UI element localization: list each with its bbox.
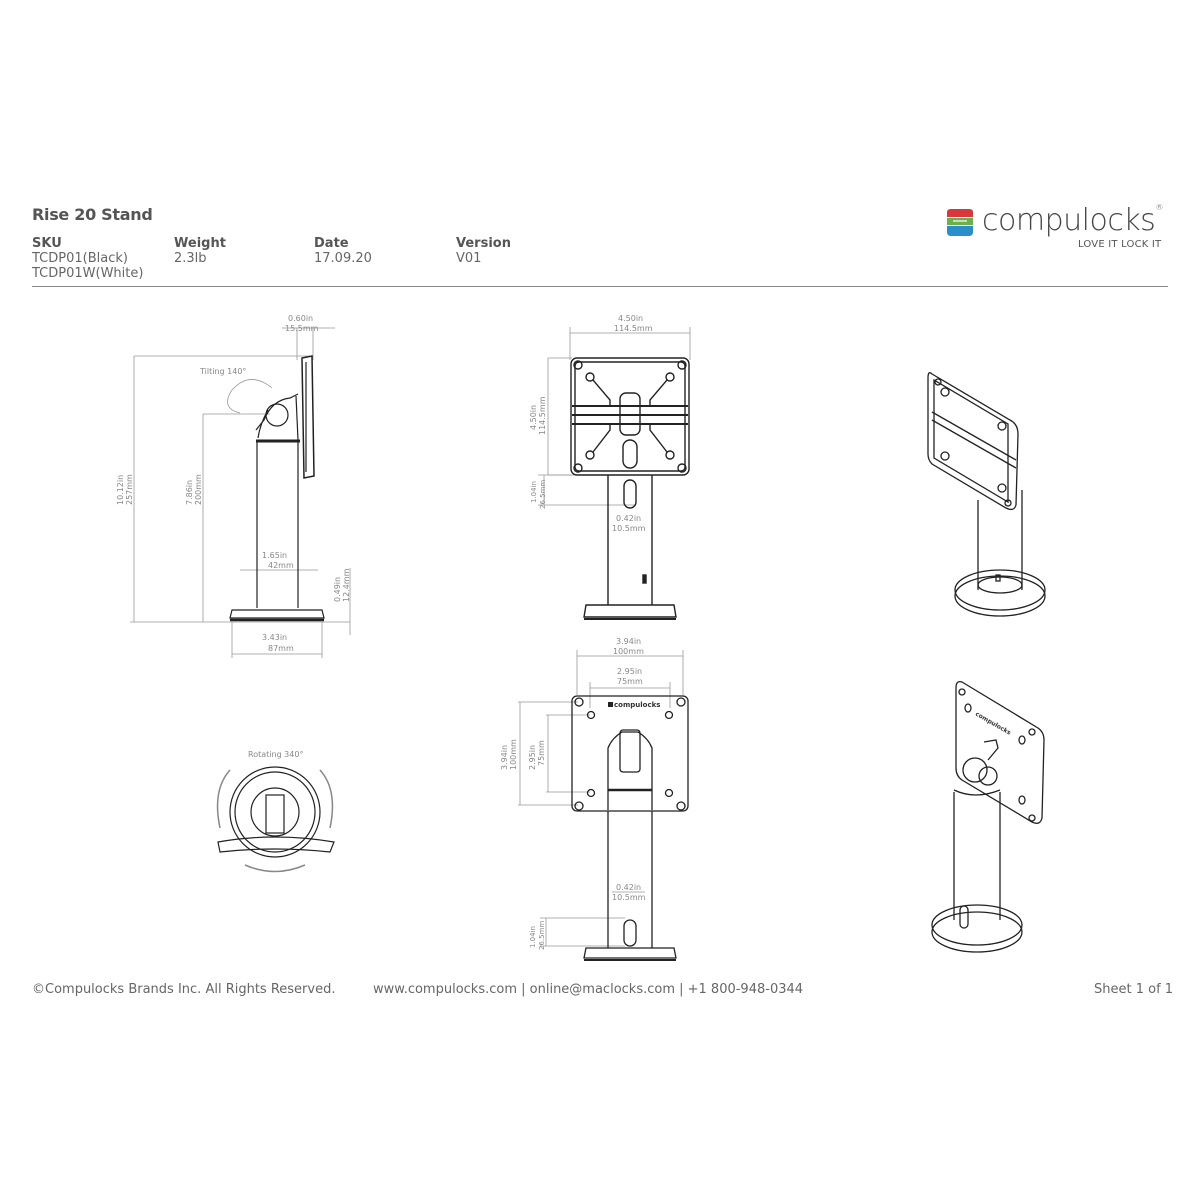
version-label: Version (456, 236, 511, 251)
weight-value: 2.3lb (174, 251, 207, 266)
svg-text:0.49in: 0.49in (333, 577, 342, 602)
top-view-drawing: Rotating 340° (216, 750, 335, 873)
svg-text:7.86in: 7.86in (185, 480, 194, 505)
weight-column: Weight 2.3lb (174, 236, 226, 266)
svg-text:75mm: 75mm (537, 740, 546, 766)
drawing-title: Rise 20 Stand (32, 205, 153, 224)
compulocks-logo-icon (947, 209, 973, 236)
date-label: Date (314, 236, 349, 251)
contact-text: www.compulocks.com | online@maclocks.com… (373, 982, 804, 997)
sku-label: SKU (32, 236, 62, 251)
sku-black: TCDP01(Black) (32, 251, 128, 266)
svg-text:10.12in: 10.12in (116, 475, 125, 505)
logo-tagline: LOVE IT LOCK IT (1078, 239, 1162, 250)
front-view-drawing: compulocks 3.94in 100mm 2.95in 75mm 3.94… (500, 637, 689, 961)
svg-text:3.94in: 3.94in (500, 745, 509, 770)
svg-text:12.4mm: 12.4mm (342, 568, 351, 602)
back-view-drawing: 4.50in 114.5mm 4.50in 114.5mm 1.04in 26.… (529, 314, 691, 620)
date-value: 17.09.20 (314, 251, 372, 266)
svg-text:114.5mm: 114.5mm (538, 396, 547, 435)
svg-text:4.50in: 4.50in (618, 314, 643, 323)
svg-text:compulocks: compulocks (974, 711, 1012, 737)
svg-text:0.42in: 0.42in (616, 514, 641, 523)
svg-text:26.5mm: 26.5mm (538, 921, 546, 950)
plate-brand-text: compulocks (614, 701, 660, 709)
version-column: Version V01 (456, 236, 511, 266)
svg-text:10.5mm: 10.5mm (612, 524, 646, 533)
isometric-back-drawing (927, 372, 1046, 617)
svg-text:4.50in: 4.50in (529, 405, 538, 430)
copyright-text: ©Compulocks Brands Inc. All Rights Reser… (32, 982, 336, 997)
svg-text:1.04in: 1.04in (529, 926, 537, 948)
svg-text:0.42in: 0.42in (616, 883, 641, 892)
svg-text:26.5mm: 26.5mm (539, 480, 547, 509)
svg-text:2.95in: 2.95in (617, 667, 642, 676)
side-view-drawing: Tilting 140° 0.60in 15.5mm 10.12in 257mm… (116, 314, 351, 658)
logo-wordmark: compulocks® (982, 203, 1163, 238)
header-divider (32, 286, 1168, 287)
weight-label: Weight (174, 236, 226, 251)
svg-text:257mm: 257mm (125, 474, 134, 505)
svg-text:10.5mm: 10.5mm (612, 893, 646, 902)
sku-column: SKU TCDP01(Black) TCDP01W(White) (32, 236, 143, 281)
svg-text:3.43in: 3.43in (262, 633, 287, 642)
svg-text:1.65in: 1.65in (262, 551, 287, 560)
svg-text:42mm: 42mm (268, 561, 294, 570)
tilt-label: Tilting 140° (199, 367, 246, 376)
svg-text:2.95in: 2.95in (528, 745, 537, 770)
brand-mark-icon (608, 702, 613, 707)
svg-text:75mm: 75mm (617, 677, 643, 686)
svg-text:100mm: 100mm (613, 647, 644, 656)
isometric-front-drawing: compulocks (931, 680, 1045, 953)
svg-text:200mm: 200mm (194, 474, 203, 505)
svg-text:87mm: 87mm (268, 644, 294, 653)
svg-text:3.94in: 3.94in (616, 637, 641, 646)
date-column: Date 17.09.20 (314, 236, 372, 266)
version-value: V01 (456, 251, 482, 266)
sku-white: TCDP01W(White) (32, 266, 144, 281)
sheet-number: Sheet 1 of 1 (1094, 982, 1174, 997)
svg-text:114.5mm: 114.5mm (614, 324, 653, 333)
svg-text:15.5mm: 15.5mm (285, 324, 319, 333)
svg-text:0.60in: 0.60in (288, 314, 313, 323)
rotate-label: Rotating 340° (248, 750, 303, 759)
svg-text:1.04in: 1.04in (530, 481, 538, 503)
svg-text:100mm: 100mm (509, 739, 518, 770)
